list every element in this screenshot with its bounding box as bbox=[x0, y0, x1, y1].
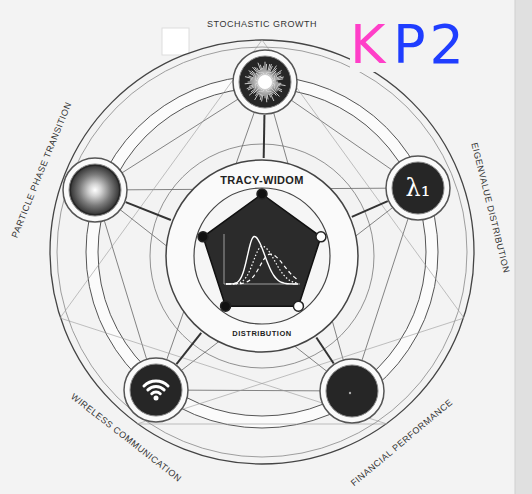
vertex-dot bbox=[198, 232, 208, 242]
distribution-curve bbox=[226, 236, 298, 284]
node-circle bbox=[233, 50, 297, 114]
handwritten-mark: P2 bbox=[393, 18, 468, 72]
outer-ring bbox=[50, 40, 474, 464]
wifi-arc bbox=[152, 392, 160, 394]
node-ring-outer bbox=[86, 76, 438, 428]
plot-axis bbox=[224, 234, 225, 284]
center-title: DISTRIBUTION bbox=[232, 330, 291, 338]
wifi-dot bbox=[154, 396, 159, 401]
center-ring bbox=[150, 144, 374, 368]
pentagon-lines bbox=[95, 82, 418, 391]
white-square bbox=[162, 28, 189, 55]
vertex-dot bbox=[293, 301, 303, 311]
spoke-connector bbox=[176, 333, 201, 364]
symbol-label: λ₁ bbox=[406, 176, 431, 200]
center-pentagon-node: TRACY-WIDOM DISTRIBUTION bbox=[164, 158, 360, 354]
ring-chords bbox=[60, 40, 464, 424]
spoke-connector bbox=[263, 115, 266, 158]
handwritten-mark: K bbox=[350, 18, 385, 72]
node-core bbox=[392, 162, 444, 214]
topic-circle: FINANCIAL PERFORMANCE bbox=[319, 358, 385, 424]
distribution-curve bbox=[226, 254, 298, 284]
node-circle bbox=[386, 156, 450, 220]
center-pentagon bbox=[203, 194, 321, 306]
center-title: TRACY-WIDOM bbox=[220, 175, 303, 186]
spoke-connector bbox=[316, 338, 333, 364]
wifi-arc bbox=[144, 381, 168, 386]
center-ring-outer bbox=[166, 160, 358, 352]
growth-core bbox=[258, 75, 272, 89]
node-circle bbox=[63, 158, 127, 222]
node-circle bbox=[320, 359, 384, 423]
vertex-dot bbox=[257, 189, 267, 199]
node-shape bbox=[164, 158, 360, 354]
topic-circle: WIRELESS COMMUNICATION bbox=[123, 357, 189, 423]
edge-strip bbox=[515, 0, 532, 494]
node-ring-band bbox=[92, 82, 432, 422]
outer-ring-inner bbox=[57, 47, 467, 457]
node-shape bbox=[62, 157, 128, 223]
tiny-dot bbox=[349, 392, 351, 394]
node-shape bbox=[232, 49, 298, 115]
node-ring-inner bbox=[98, 88, 426, 416]
topic-circle: STOCHASTIC GROWTH bbox=[232, 49, 298, 115]
topic-circle: EIGENVALUE DISTRIBUTIONλ₁ bbox=[385, 155, 451, 221]
node-shape bbox=[123, 357, 189, 423]
edge-strip-line bbox=[515, 0, 516, 494]
node-shape bbox=[319, 358, 385, 424]
ring-label: STOCHASTIC GROWTH bbox=[207, 20, 317, 29]
spoke-connector bbox=[126, 202, 171, 220]
vertex-dot bbox=[316, 232, 326, 242]
spoke-connector bbox=[352, 201, 388, 217]
pentagram-lines bbox=[95, 82, 418, 391]
topic-circle: PARTICLE PHASE TRANSITION bbox=[62, 157, 128, 223]
vertex-dot bbox=[221, 301, 231, 311]
node-core bbox=[326, 365, 378, 417]
distribution-curve bbox=[226, 246, 298, 284]
node-core bbox=[239, 56, 291, 108]
node-core bbox=[69, 164, 121, 216]
glowing-sphere bbox=[71, 166, 119, 214]
wifi-arc bbox=[148, 387, 164, 390]
center-ring-inner bbox=[194, 188, 330, 324]
node-circle bbox=[124, 358, 188, 422]
node-core bbox=[130, 364, 182, 416]
